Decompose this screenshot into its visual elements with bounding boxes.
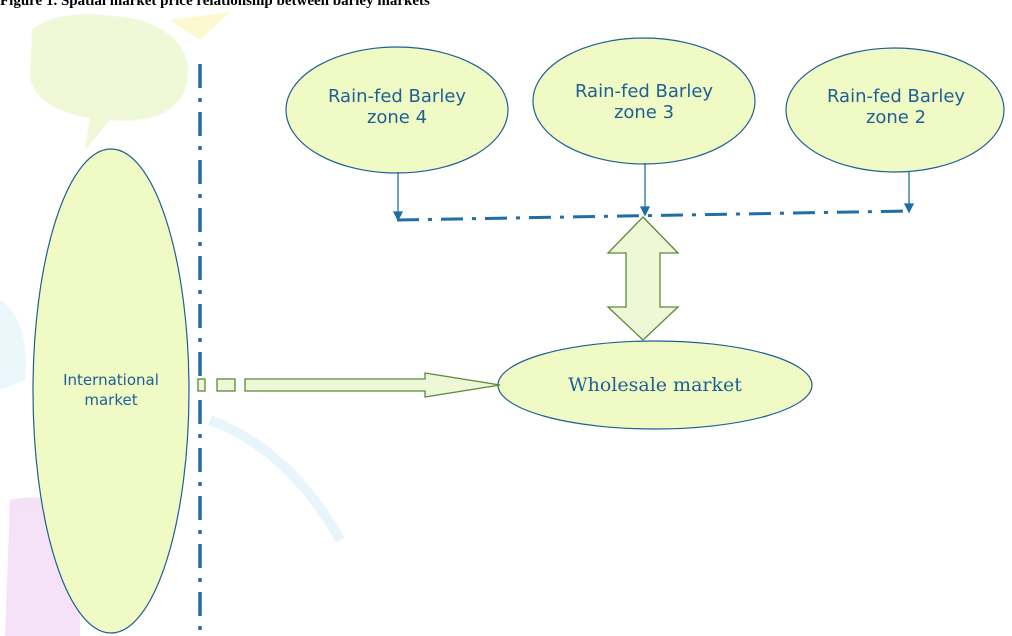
zone-3-label: Rain-fed Barley zone 3 bbox=[574, 81, 714, 123]
international-node bbox=[32, 148, 190, 634]
import-arrow bbox=[197, 372, 501, 398]
international-label: International market bbox=[63, 371, 159, 409]
zone-2-label: Rain-fed Barley zone 2 bbox=[826, 86, 966, 128]
zone-3-node bbox=[532, 37, 756, 165]
wholesale-label: Wholesale market bbox=[568, 374, 742, 396]
figure-caption: Figure 1. Spatial market price relations… bbox=[0, 0, 430, 8]
collector-line bbox=[396, 209, 911, 222]
zone-2-node bbox=[785, 47, 1005, 173]
zone-connectors bbox=[392, 163, 915, 222]
zone-4-node bbox=[285, 46, 509, 174]
double-arrow bbox=[606, 216, 680, 341]
zone-4-label: Rain-fed Barley zone 4 bbox=[327, 86, 467, 128]
